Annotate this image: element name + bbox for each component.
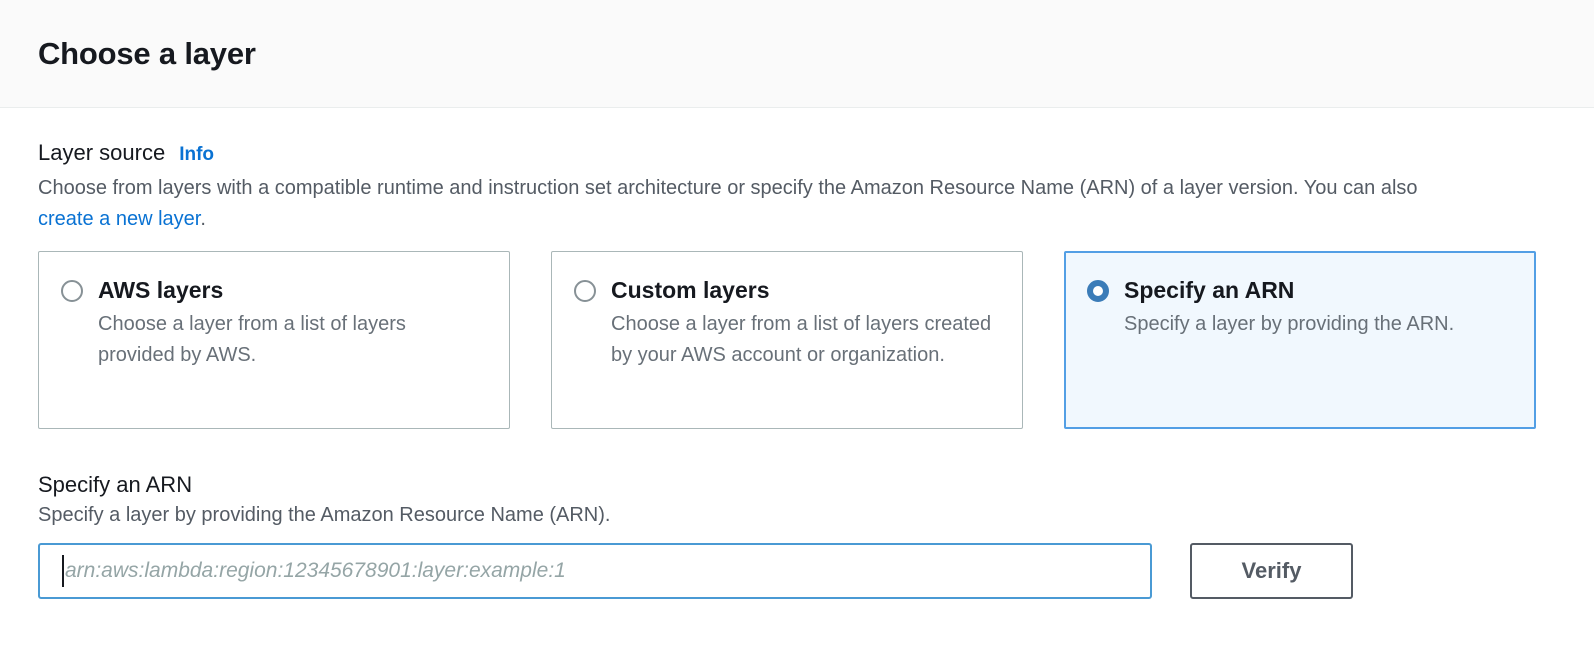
- radio-card-description-aws-layers: Choose a layer from a list of layers pro…: [98, 313, 406, 366]
- layer-source-description-period: .: [200, 208, 206, 230]
- radio-card-specify-an-arn-inner: Specify an ARN Specify a layer by provid…: [1087, 275, 1513, 340]
- layer-source-label-row: Layer source Info: [38, 140, 1556, 166]
- arn-input-wrapper: [38, 543, 1152, 599]
- modal-body: Layer source Info Choose from layers wit…: [0, 108, 1594, 599]
- radio-card-title-specify-an-arn: Specify an ARN: [1124, 277, 1295, 303]
- arn-section-title: Specify an ARN: [38, 472, 193, 497]
- modal-header: Choose a layer: [0, 0, 1594, 108]
- radio-button-icon-specify-an-arn[interactable]: [1087, 280, 1109, 302]
- radio-button-icon-aws-layers[interactable]: [61, 280, 83, 302]
- layer-source-radio-group: AWS layers Choose a layer from a list of…: [38, 251, 1556, 429]
- radio-card-specify-an-arn-text: Specify an ARN Specify a layer by provid…: [1124, 275, 1513, 340]
- layer-source-label: Layer source: [38, 140, 166, 165]
- radio-card-specify-an-arn[interactable]: Specify an ARN Specify a layer by provid…: [1064, 251, 1536, 429]
- radio-card-custom-layers-inner: Custom layers Choose a layer from a list…: [574, 275, 1000, 371]
- layer-source-description-text: Choose from layers with a compatible run…: [38, 177, 1418, 199]
- radio-card-title-custom-layers: Custom layers: [611, 277, 770, 303]
- radio-card-aws-layers[interactable]: AWS layers Choose a layer from a list of…: [38, 251, 510, 429]
- radio-card-title-aws-layers: AWS layers: [98, 277, 224, 303]
- page-title: Choose a layer: [38, 35, 256, 71]
- arn-input-row: Verify: [38, 543, 1556, 599]
- verify-button[interactable]: Verify: [1190, 543, 1353, 599]
- radio-card-aws-layers-text: AWS layers Choose a layer from a list of…: [98, 275, 487, 371]
- arn-input[interactable]: [38, 543, 1152, 599]
- arn-section-description: Specify a layer by providing the Amazon …: [38, 504, 611, 526]
- radio-card-custom-layers-text: Custom layers Choose a layer from a list…: [611, 275, 1000, 371]
- layer-source-description: Choose from layers with a compatible run…: [38, 173, 1478, 235]
- create-a-new-layer-link[interactable]: create a new layer: [38, 208, 201, 230]
- text-cursor-caret: [62, 555, 64, 587]
- radio-card-aws-layers-inner: AWS layers Choose a layer from a list of…: [61, 275, 487, 371]
- radio-card-description-custom-layers: Choose a layer from a list of layers cre…: [611, 313, 992, 366]
- radio-card-custom-layers[interactable]: Custom layers Choose a layer from a list…: [551, 251, 1023, 429]
- radio-button-icon-custom-layers[interactable]: [574, 280, 596, 302]
- info-link[interactable]: Info: [179, 144, 215, 165]
- radio-card-description-specify-an-arn: Specify a layer by providing the ARN.: [1124, 313, 1455, 335]
